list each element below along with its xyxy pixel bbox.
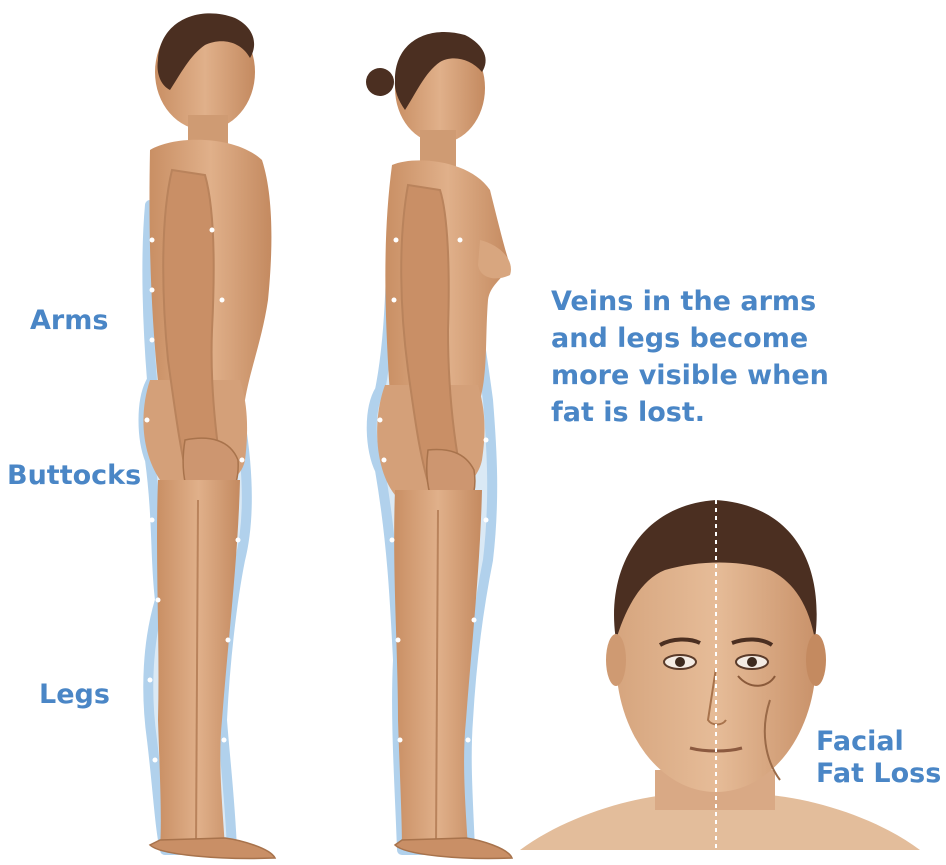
facial-fat-loss-label: Facial Fat Loss: [816, 726, 941, 791]
veins-note-line: and legs become: [551, 320, 851, 357]
veins-note: Veins in the arms and legs become more v…: [551, 283, 851, 431]
veins-note-line: more visible when: [551, 357, 851, 394]
legs-label: Legs: [39, 679, 110, 711]
male-figure: [143, 13, 275, 858]
face-comparison: [520, 500, 920, 860]
arms-label: Arms: [30, 305, 108, 337]
veins-note-line: fat is lost.: [551, 394, 851, 431]
female-figure: [366, 32, 512, 858]
veins-note-line: Veins in the arms: [551, 283, 851, 320]
buttocks-label: Buttocks: [7, 460, 141, 492]
facial-label-line2: Fat Loss: [816, 758, 941, 790]
facial-label-line1: Facial: [816, 726, 941, 758]
